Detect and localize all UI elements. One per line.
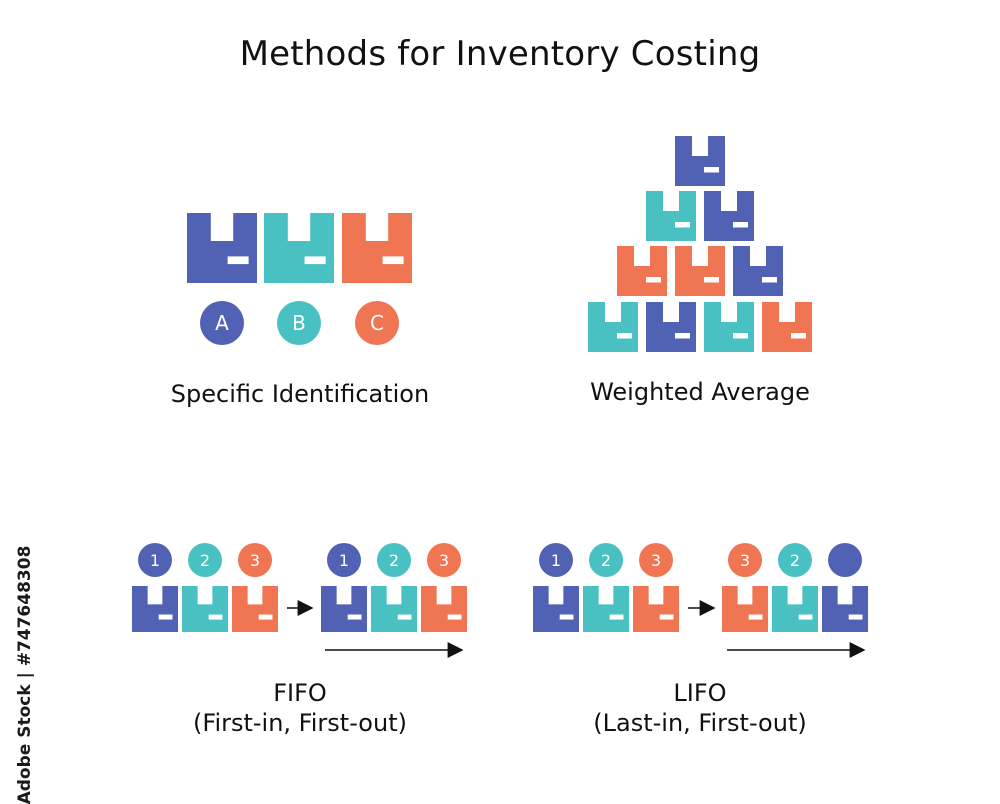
- weighted-average-label: Weighted Average: [590, 378, 810, 406]
- pyramid-box-r4-c4: [762, 302, 812, 352]
- svg-text:2: 2: [389, 551, 399, 570]
- svg-text:3: 3: [439, 551, 449, 570]
- lifo-after-tag-1: 3: [728, 543, 762, 577]
- fifo-label: FIFO (First-in, First-out): [150, 678, 450, 738]
- svg-text:3: 3: [740, 551, 750, 570]
- lifo-label: LIFO (Last-in, First-out): [550, 678, 850, 738]
- lifo-before-tag-3: 3: [639, 543, 673, 577]
- lifo-after-box-3: [822, 586, 868, 632]
- fifo-after-box-2: [371, 586, 417, 632]
- pyramid-box-r4-c2: [646, 302, 696, 352]
- fifo-before-box-1: [132, 586, 178, 632]
- svg-text:1: 1: [551, 551, 561, 570]
- pyramid-box-r1-c1: [675, 136, 725, 186]
- fifo-group: 1 2 3 1 2 3: [132, 543, 467, 658]
- specific-identification-label: Specific Identification: [170, 380, 430, 408]
- lifo-before-box-2: [583, 586, 629, 632]
- svg-text:2: 2: [790, 551, 800, 570]
- lifo-after-box-2: [772, 586, 818, 632]
- lifo-title: LIFO: [673, 679, 727, 707]
- fifo-after-box-3: [421, 586, 467, 632]
- svg-text:1: 1: [339, 551, 349, 570]
- specific-tag-C: C: [355, 301, 399, 345]
- fifo-before-tag-2: 2: [188, 543, 222, 577]
- weighted-average-group: [588, 136, 812, 352]
- lifo-before-tag-2: 2: [589, 543, 623, 577]
- specific-tag-A: A: [200, 301, 244, 345]
- fifo-before-box-2: [182, 586, 228, 632]
- stock-id-text: Adobe Stock | #747648308: [15, 545, 35, 804]
- svg-text:3: 3: [250, 551, 260, 570]
- lifo-before-box-1: [533, 586, 579, 632]
- lifo-after-tag-3: [828, 543, 862, 577]
- svg-text:1: 1: [150, 551, 160, 570]
- pyramid-box-r4-c1: [588, 302, 638, 352]
- stock-watermark: Adobe Stock | #747648308: [10, 546, 40, 804]
- specific-box-1: [187, 213, 257, 283]
- pyramid-box-r2-c1: [646, 191, 696, 241]
- lifo-subtitle: (Last-in, First-out): [593, 709, 807, 737]
- fifo-before-tag-3: 3: [238, 543, 272, 577]
- fifo-after-tag-3: 3: [427, 543, 461, 577]
- svg-text:A: A: [215, 311, 229, 335]
- diagram-title: Methods for Inventory Costing: [239, 34, 761, 74]
- pyramid-box-r3-c2: [675, 246, 725, 296]
- fifo-subtitle: (First-in, First-out): [193, 709, 407, 737]
- svg-text:C: C: [370, 311, 384, 335]
- fifo-after-tag-2: 2: [377, 543, 411, 577]
- fifo-after-tag-1: 1: [327, 543, 361, 577]
- svg-text:3: 3: [651, 551, 661, 570]
- specific-box-2: [264, 213, 334, 283]
- pyramid-box-r2-c2: [704, 191, 754, 241]
- fifo-before-box-3: [232, 586, 278, 632]
- lifo-group: 1 2 3 3 2: [533, 543, 868, 658]
- specific-tag-B: B: [277, 301, 321, 345]
- lifo-before-tag-1: 1: [539, 543, 573, 577]
- svg-text:B: B: [292, 311, 306, 335]
- svg-text:2: 2: [200, 551, 210, 570]
- lifo-after-box-1: [722, 586, 768, 632]
- pyramid-box-r4-c3: [704, 302, 754, 352]
- lifo-before-box-3: [633, 586, 679, 632]
- fifo-title: FIFO: [273, 679, 327, 707]
- specific-identification-group: A B C: [187, 213, 412, 345]
- svg-text:2: 2: [601, 551, 611, 570]
- specific-box-3: [342, 213, 412, 283]
- pyramid-box-r3-c3: [733, 246, 783, 296]
- pyramid-box-r3-c1: [617, 246, 667, 296]
- lifo-after-tag-2: 2: [778, 543, 812, 577]
- fifo-before-tag-1: 1: [138, 543, 172, 577]
- fifo-after-box-1: [321, 586, 367, 632]
